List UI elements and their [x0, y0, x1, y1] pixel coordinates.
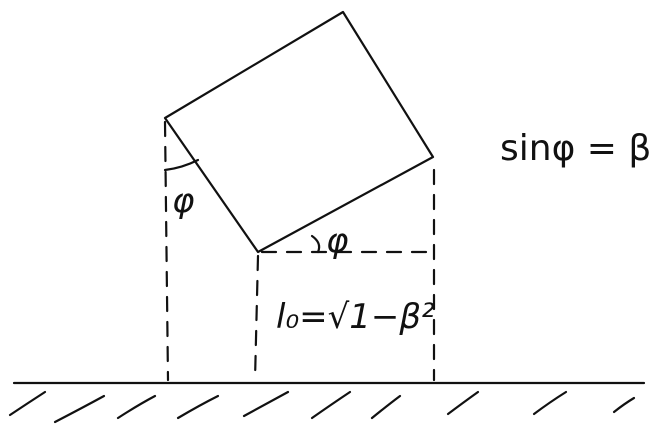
angle-arc-bottom — [310, 234, 321, 254]
angle-label-bottom: φ — [326, 221, 349, 261]
tilted-rectangle — [163, 10, 435, 254]
equation-label: sinφ = β — [500, 128, 651, 169]
angle-arc-left — [163, 158, 200, 172]
dashed-vertical-middle — [253, 254, 260, 382]
dashed-vertical-left — [163, 120, 170, 382]
length-label: l₀=√1−β² — [276, 297, 435, 337]
angle-label-left: φ — [172, 181, 195, 221]
ground-hatching — [8, 390, 636, 424]
